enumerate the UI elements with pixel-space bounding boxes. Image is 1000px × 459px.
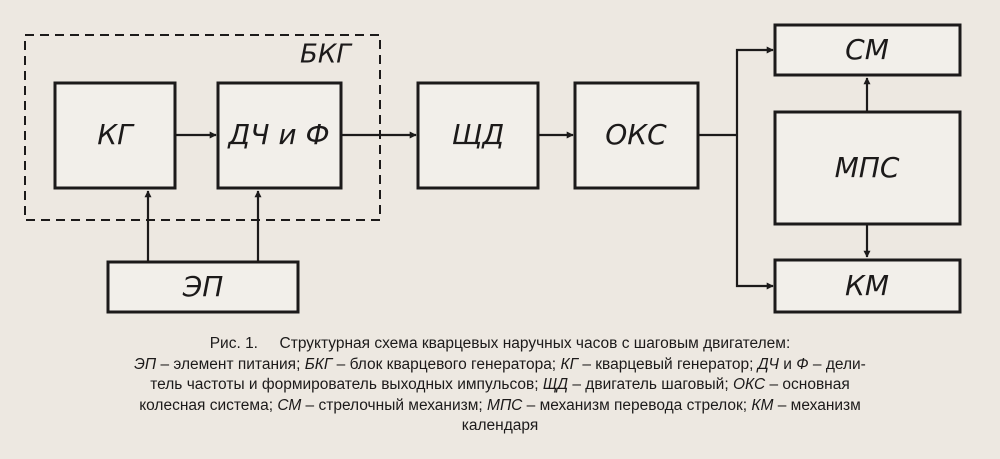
caption-term: ЭП (134, 355, 157, 373)
caption-line-5: календаря (20, 416, 980, 437)
block-oks-label: ОКС (605, 118, 667, 151)
caption-text: – блок кварцевого генератора; (332, 355, 561, 373)
caption-text: колесная система; (139, 396, 278, 414)
block-km-label: КМ (845, 269, 889, 302)
caption-text: – элемент питания; (156, 355, 305, 373)
caption-text: календаря (461, 417, 539, 434)
block-shd: ЩД (416, 81, 540, 190)
caption-text: и (778, 355, 797, 373)
caption-text: – механизм (773, 396, 861, 414)
block-sm: СМ (773, 23, 962, 77)
block-kg-label: КГ (97, 118, 135, 151)
caption-text: – механизм перевода стрелок; (522, 396, 752, 414)
caption-line-4: колесная система; СМ – стрелочный механи… (20, 396, 980, 417)
caption-term: КГ (560, 355, 579, 373)
caption-line-3: тель частоты и формирователь выходных им… (20, 375, 980, 396)
block-kg: КГ (53, 81, 177, 190)
caption-term: СМ (277, 396, 302, 414)
caption-text: – кварцевый генератор; (578, 355, 758, 373)
caption-line-2: ЭП – элемент питания; БКГ – блок кварцев… (20, 355, 980, 376)
caption-title: Структурная схема кварцевых наручных час… (279, 335, 791, 352)
caption-text: тель частоты и формирователь выходных им… (150, 376, 543, 393)
block-diagram: БКГ КГ ДЧ и Ф ЭП ЩД ОКС СМ МПС КМ (24, 23, 962, 314)
block-km: КМ (773, 258, 962, 314)
caption-term: ДЧ (757, 355, 779, 373)
arrow-split-to-km (735, 135, 774, 290)
caption-term: КМ (751, 396, 774, 414)
caption-term: МПС (487, 396, 523, 414)
block-sm-label: СМ (845, 33, 889, 66)
caption-term: ЩД (542, 376, 569, 393)
block-ep-label: ЭП (182, 270, 224, 303)
block-shd-label: ЩД (452, 118, 505, 151)
block-ep: ЭП (106, 260, 300, 314)
block-mps-label: МПС (835, 151, 900, 184)
block-mps: МПС (773, 110, 962, 226)
caption-term: Ф (796, 355, 809, 373)
caption-term: ОКС (732, 376, 766, 393)
figure-caption: Рис. 1. Структурная схема кварцевых нару… (20, 334, 980, 437)
block-oks: ОКС (573, 81, 700, 190)
block-dchf: ДЧ и Ф (216, 81, 343, 190)
caption-text: – дели- (808, 355, 866, 373)
bkg-group-label: БКГ (300, 40, 353, 70)
caption-line-1: Рис. 1. Структурная схема кварцевых нару… (20, 334, 980, 355)
caption-term: БКГ (304, 355, 333, 373)
caption-text: – стрелочный механизм; (301, 396, 488, 414)
block-dchf-label: ДЧ и Ф (226, 118, 329, 151)
caption-text: – основная (765, 376, 850, 393)
arrow-split-to-sm (735, 46, 774, 135)
caption-figure-number: Рис. 1. (209, 335, 258, 352)
caption-text: – двигатель шаговый; (568, 376, 733, 393)
